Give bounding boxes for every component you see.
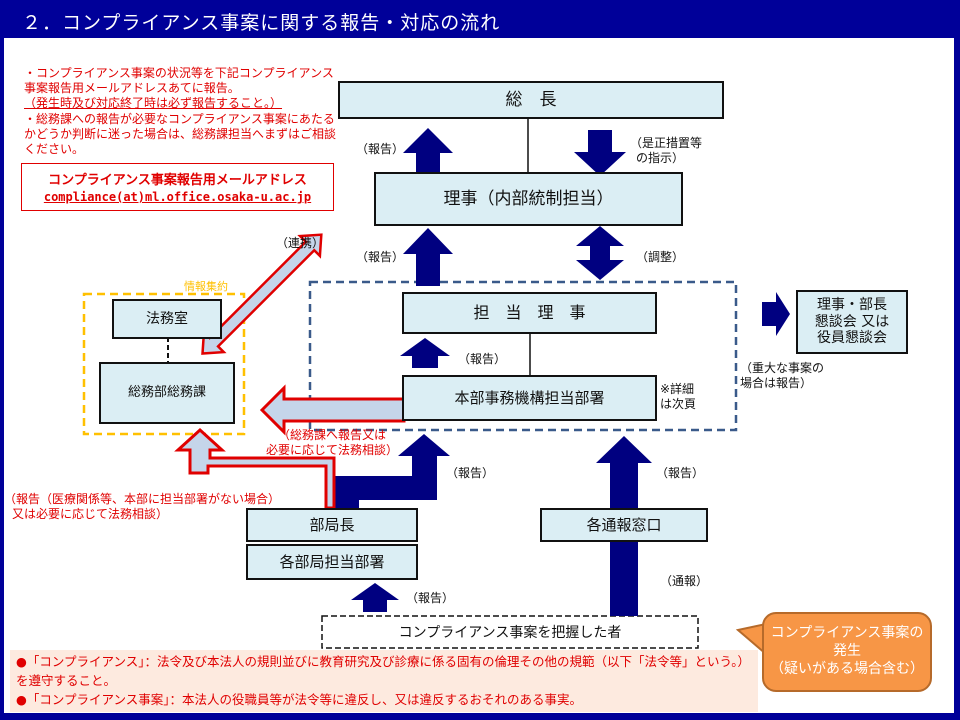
- box-director-in-charge: 担 当 理 事: [402, 292, 657, 334]
- box-president: 総 長: [338, 81, 724, 119]
- box-legal-office: 法務室: [112, 299, 222, 339]
- mail-title: コンプライアンス事案報告用メールアドレス: [48, 173, 307, 188]
- label-cooperation: （連携）: [276, 236, 325, 250]
- label-report-director: （報告）: [356, 250, 405, 264]
- mail-address-link[interactable]: compliance(at)ml.office.osaka-u.ac.jp: [43, 190, 312, 204]
- box-department-head: 部局長: [246, 508, 418, 542]
- arrow-left-to-general-affairs: [259, 384, 406, 436]
- bubble-line-2: 発生: [833, 643, 861, 660]
- arrows-layer: [82, 118, 790, 657]
- definition-compliance: ●「コンプライアンス」：法令及び本法人の規則並びに教育研究及び診療に係る固有の倫…: [16, 654, 751, 688]
- arrow-up-whistle: [610, 540, 638, 616]
- label-coordination: （調整）: [636, 250, 685, 264]
- ga-report-line-2: 必要に応じて法務相談）: [266, 443, 399, 457]
- box-general-affairs: 総務部総務課: [99, 362, 235, 424]
- instruction-line-1: （是正措置等: [630, 136, 703, 150]
- label-whistleblow: （通報）: [660, 574, 709, 588]
- note-line-1: ・コンプライアンス事案の状況等を下記コンプライアンス事案報告用メールアドレスあて…: [24, 66, 334, 96]
- instruction-note: ・コンプライアンス事案の状況等を下記コンプライアンス事案報告用メールアドレスあて…: [24, 66, 344, 157]
- ga-report-line-1: （総務課へ報告又は: [278, 428, 387, 442]
- label-report-discoverer: （報告）: [406, 591, 455, 605]
- label-info-aggregation: 情報集約: [184, 280, 228, 293]
- diagram-canvas: ・コンプライアンス事案の状況等を下記コンプライアンス事案報告用メールアドレスあて…: [4, 38, 954, 713]
- box-hq-department: 本部事務機構担当部署: [402, 375, 657, 421]
- info-aggregation-frame: [82, 292, 246, 436]
- page-title: ２．コンプライアンス事案に関する報告・対応の流れ: [22, 12, 501, 34]
- serious-line-1: （重大な事案の: [740, 361, 825, 375]
- discoverer-frame: [321, 615, 699, 649]
- box-discoverer: コンプライアンス事案を把握した者: [398, 625, 622, 641]
- label-serious-case: （重大な事案の 場合は報告）: [740, 361, 824, 391]
- medical-line-2: 又は必要に応じて法務相談）: [12, 507, 169, 521]
- arrow-up-discoverer-report: [351, 583, 399, 612]
- arrow-up-window-report: [596, 436, 652, 510]
- arrow-right-meeting: [762, 292, 790, 336]
- label-instruction: （是正措置等 の指示）: [630, 136, 702, 166]
- box-executive-meeting: 理事・部長 懇談会 又は 役員懇談会: [796, 290, 908, 354]
- note-line-2: （発生時及び対応終了時は必ず報告すること。）: [24, 96, 283, 111]
- report-mail-box: コンプライアンス事案報告用メールアドレス compliance(at)ml.of…: [21, 163, 334, 211]
- definitions-panel: ●「コンプライアンス」：法令及び本法人の規則並びに教育研究及び診療に係る固有の倫…: [10, 650, 758, 712]
- bubble-line-3: （疑いがある場合含む）: [770, 661, 924, 678]
- meeting-line-2: 懇談会 又は: [814, 313, 890, 330]
- director-group-frame: [308, 280, 738, 432]
- label-details-next-page: ※詳細 は次頁: [660, 382, 696, 412]
- arrow-double-coordination: [576, 226, 624, 280]
- box-department-staff: 各部局担当部署: [246, 544, 418, 580]
- meeting-line-1: 理事・部長: [817, 296, 887, 313]
- meeting-line-3: 役員懇談会: [817, 330, 887, 347]
- label-report-hq: （報告）: [458, 352, 507, 366]
- note-line-3: ・総務課への報告が必要なコンプライアンス事案にあたるかどうか判断に迷った場合は、…: [24, 111, 337, 157]
- label-ga-report: （総務課へ報告又は 必要に応じて法務相談）: [266, 428, 398, 458]
- arrow-up-report-president: [403, 128, 453, 176]
- arrow-up-report-director: [403, 228, 453, 286]
- instruction-line-2: の指示）: [636, 151, 685, 165]
- bubble-line-1: コンプライアンス事案の: [770, 625, 924, 641]
- label-report-president: （報告）: [356, 142, 405, 156]
- arrow-bent-to-general-affairs: [174, 427, 336, 510]
- occurrence-bubble: コンプライアンス事案の 発生 （疑いがある場合含む）: [762, 612, 932, 692]
- arrow-down-instruction: [574, 130, 626, 176]
- definition-compliance-case: ●「コンプライアンス事案」：本法人の役職員等が法令等に違反し、又は違反するおそれ…: [16, 691, 583, 707]
- label-report-window: （報告）: [656, 466, 705, 480]
- label-medical-report: （報告（医療関係等、本部に担当部署がない場合） 又は必要に応じて法務相談）: [4, 492, 280, 522]
- details-line-1: ※詳細: [660, 382, 695, 396]
- details-line-2: は次頁: [660, 397, 697, 411]
- serious-line-2: 場合は報告）: [740, 376, 813, 390]
- arrow-up-report-hq: [400, 338, 450, 368]
- box-reporting-window: 各通報窓口: [540, 508, 708, 542]
- arrow-bent-dept-to-hq: [334, 434, 450, 508]
- box-director-internal-control: 理事（内部統制担当）: [374, 172, 683, 226]
- label-report-dept: （報告）: [446, 466, 495, 480]
- medical-line-1: （報告（医療関係等、本部に担当部署がない場合）: [4, 492, 281, 506]
